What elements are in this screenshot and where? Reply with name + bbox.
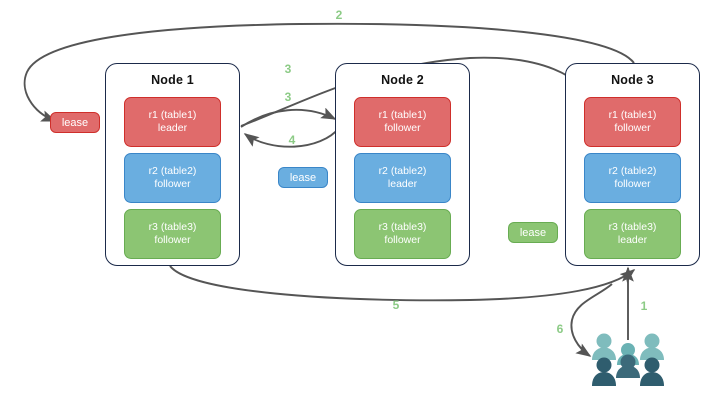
node-1-box[interactable]: Node 1 r1 (table1) leader r2 (table2) fo… — [105, 63, 240, 266]
replica-role: follower — [154, 178, 191, 190]
replica-name: r3 (table3) — [608, 220, 657, 233]
arrow-step-3-to-node2 — [240, 107, 337, 128]
replica-role: leader — [387, 178, 418, 190]
node-2-title: Node 2 — [381, 73, 424, 87]
arrow-step-5 — [169, 265, 636, 302]
replica-name: r1 (table1) — [148, 108, 197, 121]
replica-role: follower — [154, 234, 191, 246]
replica-role: follower — [614, 178, 651, 190]
step-label-3a: 3 — [284, 62, 292, 76]
node-1-replica-r2[interactable]: r2 (table2) follower — [124, 153, 221, 203]
replica-name: r1 (table1) — [608, 108, 657, 121]
node-3-box[interactable]: Node 3 r1 (table1) follower r2 (table2) … — [565, 63, 700, 266]
replica-role: follower — [614, 122, 651, 134]
replica-name: r2 (table2) — [608, 164, 657, 177]
step-label-4: 4 — [288, 133, 296, 147]
node-1-replica-r3[interactable]: r3 (table3) follower — [124, 209, 221, 259]
replica-name: r3 (table3) — [378, 220, 427, 233]
node-1-title: Node 1 — [151, 73, 194, 87]
node-3-replica-r2[interactable]: r2 (table2) follower — [584, 153, 681, 203]
node-2-replica-r1[interactable]: r1 (table1) follower — [354, 97, 451, 147]
people-group-icon — [592, 333, 664, 386]
replica-role: leader — [617, 234, 648, 246]
replica-name: r2 (table2) — [148, 164, 197, 177]
step-label-5: 5 — [392, 298, 400, 312]
node-3-replica-r1[interactable]: r1 (table1) follower — [584, 97, 681, 147]
arrow-step-6 — [570, 283, 613, 357]
step-label-6: 6 — [556, 322, 564, 336]
arrow-step-4 — [243, 126, 341, 148]
replica-role: leader — [157, 122, 188, 134]
replica-role: follower — [384, 234, 421, 246]
step-label-1: 1 — [640, 299, 648, 313]
replica-name: r2 (table2) — [378, 164, 427, 177]
step-label-3b: 3 — [284, 90, 292, 104]
replica-role: follower — [384, 122, 421, 134]
arrow-step-2 — [23, 22, 635, 122]
replica-name: r3 (table3) — [148, 220, 197, 233]
node-2-box[interactable]: Node 2 r1 (table1) follower r2 (table2) … — [335, 63, 470, 266]
node-3-replica-r3[interactable]: r3 (table3) leader — [584, 209, 681, 259]
replica-name: r1 (table1) — [378, 108, 427, 121]
lease-badge-red[interactable]: lease — [50, 112, 100, 133]
lease-badge-blue[interactable]: lease — [278, 167, 328, 188]
node-2-replica-r3[interactable]: r3 (table3) follower — [354, 209, 451, 259]
lease-badge-green[interactable]: lease — [508, 222, 558, 243]
node-3-title: Node 3 — [611, 73, 654, 87]
node-1-replica-r1[interactable]: r1 (table1) leader — [124, 97, 221, 147]
step-label-2: 2 — [335, 8, 343, 22]
node-2-replica-r2[interactable]: r2 (table2) leader — [354, 153, 451, 203]
